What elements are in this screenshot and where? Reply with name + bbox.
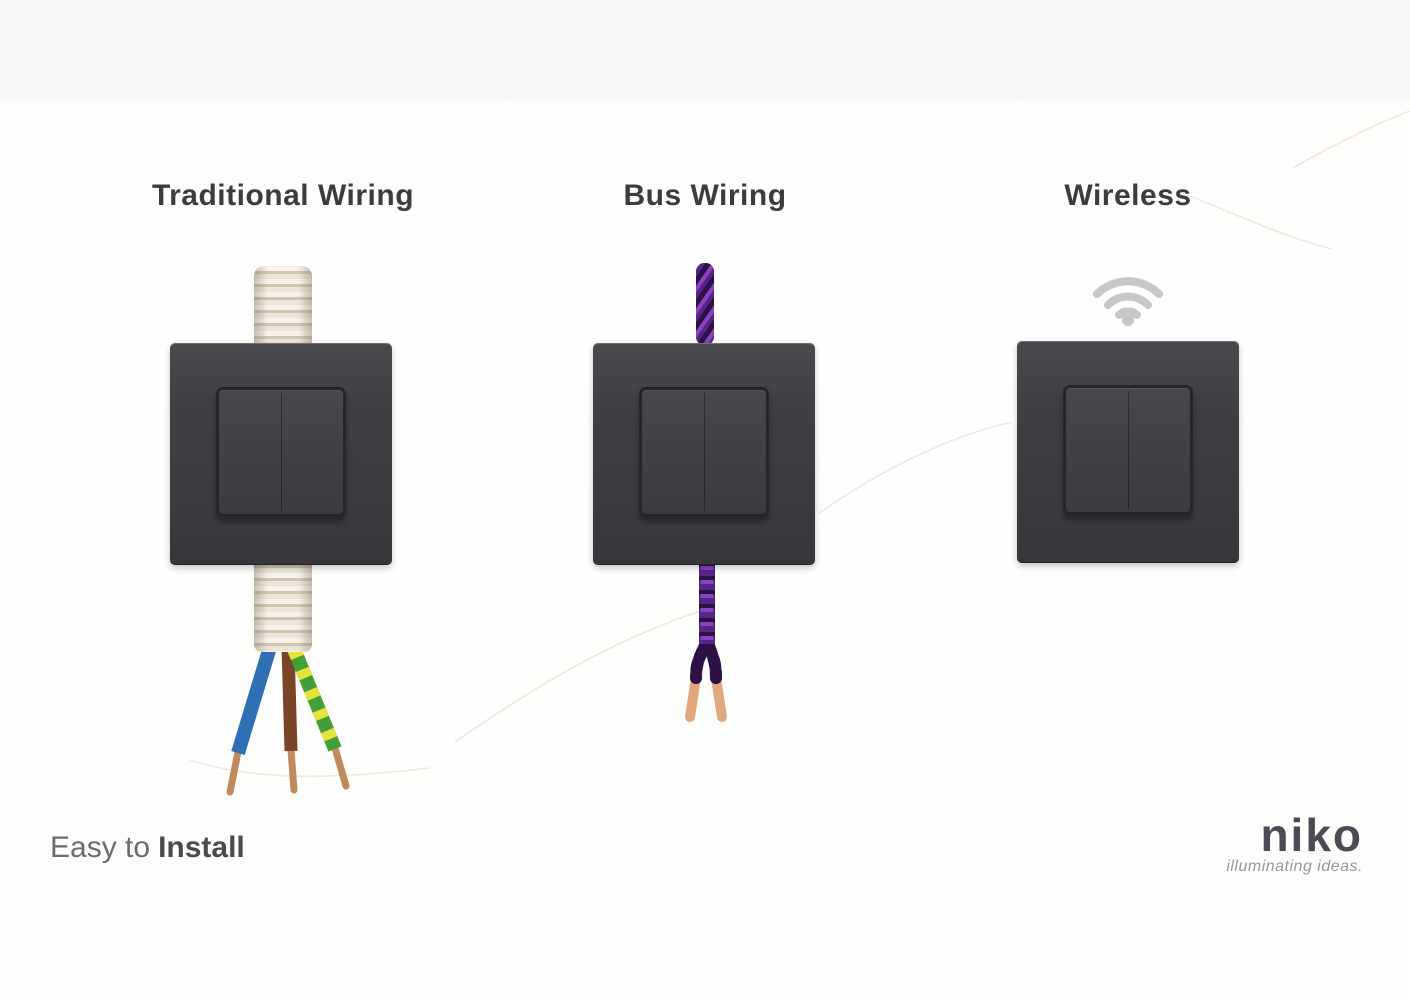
niko-logo: niko illuminating ideas.: [1226, 812, 1363, 876]
brown-wire: [281, 646, 298, 752]
wifi-arc-outer: [1093, 277, 1163, 298]
switch-rocker-wireless: [1063, 385, 1193, 515]
heading-bus-wiring: Bus Wiring: [623, 179, 787, 212]
caption-normal-text: Easy to: [50, 831, 151, 864]
conduit-tube-bottom: [254, 560, 312, 652]
niko-slogan: illuminating ideas.: [1226, 858, 1363, 875]
switch-rocker-traditional: [216, 387, 346, 517]
switch-rocker-bus: [639, 387, 769, 517]
crack-top-right-b: [1292, 110, 1410, 169]
crack-left-diagonal: [454, 608, 708, 743]
niko-wordmark: niko: [1260, 809, 1363, 861]
wifi-arc-inner: [1115, 307, 1141, 319]
bus-leg-right-twist: [701, 634, 722, 684]
heading-wireless: Wireless: [1064, 179, 1192, 212]
earth-wire-yellow-stripes: [287, 646, 342, 752]
blue-wire: [231, 645, 277, 756]
heading-traditional-wiring: Traditional Wiring: [151, 179, 415, 212]
bus-cable-top: [696, 263, 714, 345]
stripped-wires: [226, 645, 350, 796]
conduit-tube-top: [254, 266, 312, 344]
bus-cable-bottom: [685, 562, 727, 722]
wifi-dot: [1122, 314, 1134, 326]
blue-wire-copper-tip: [226, 748, 242, 796]
caption-bold-text: Install: [158, 831, 245, 864]
switch-plate-bus: [593, 343, 815, 565]
switch-plate-traditional: [170, 343, 392, 565]
wifi-arc-middle: [1104, 292, 1152, 309]
bus-copper-tip-right: [711, 673, 727, 722]
wifi-icon: [1093, 277, 1163, 326]
switch-plate-wireless: [1017, 341, 1239, 563]
crack-mid-right: [817, 421, 1013, 515]
brown-wire-copper-tip: [287, 746, 298, 794]
earth-wire-copper-tip: [331, 744, 350, 790]
top-letterbox-band: [0, 0, 1410, 100]
